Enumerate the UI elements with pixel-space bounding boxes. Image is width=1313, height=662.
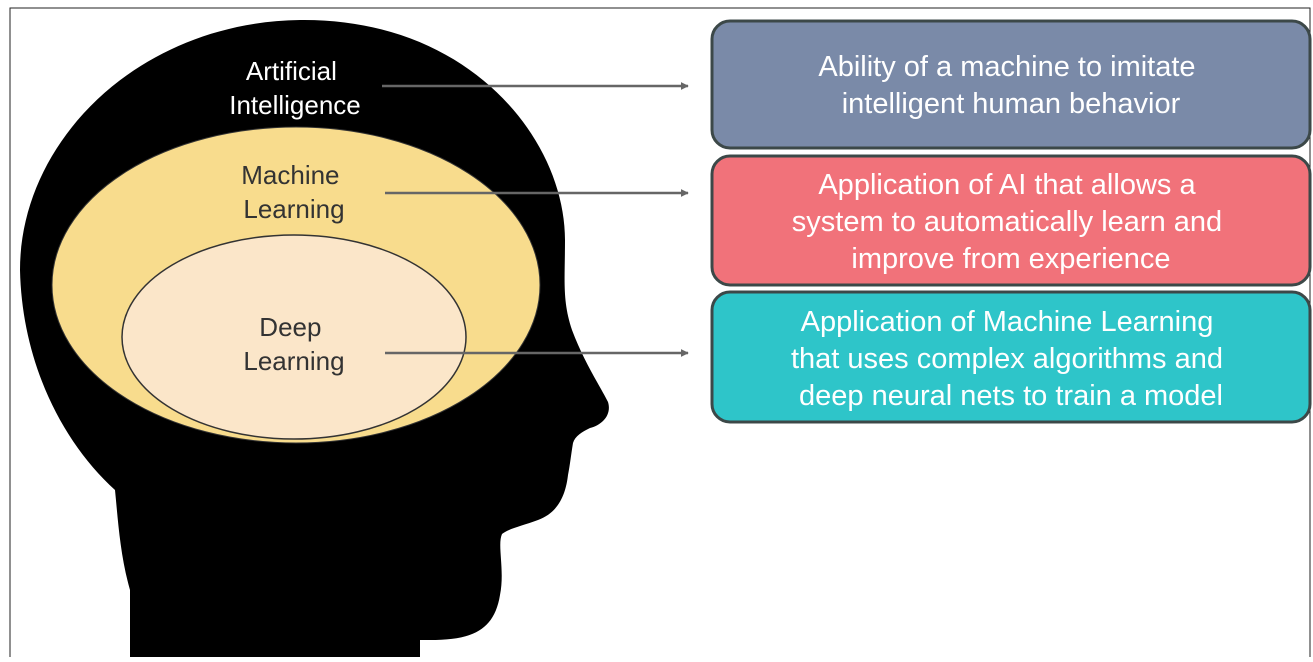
ai-definition-box: Ability of a machine to imitate intellig… [710, 19, 1312, 150]
ml-label: Machine Learning [241, 160, 347, 224]
dl-definition-box: Application of Machine Learning that use… [710, 290, 1312, 424]
ai-label: Artificial Intelligence [229, 56, 361, 120]
dl-label: Deep Learning [243, 312, 344, 376]
ml-definition-box: Application of AI that allows a system t… [710, 154, 1312, 287]
dl-definition-text: Application of Machine Learning that use… [791, 306, 1231, 412]
ml-definition-text: Application of AI that allows a system t… [792, 169, 1230, 275]
deep-learning-oval [121, 234, 467, 440]
ai-definition-text: Ability of a machine to imitate intellig… [818, 51, 1203, 120]
